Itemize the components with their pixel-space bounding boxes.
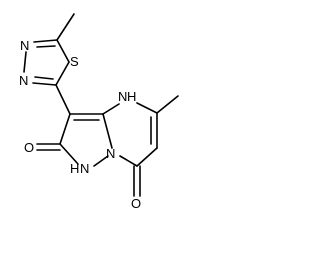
bond-c3-c2 [59,113,71,145]
bond-c3a-n4h [102,103,120,115]
bond-n1-n7a [93,155,109,167]
bond-n3-n4 [23,51,27,73]
atom-o-bottom: O [131,196,141,211]
bond-c-n3-double [36,45,56,48]
bond-c3a-n7a [102,113,113,149]
bond-c-n3 [33,39,58,43]
bond-n4-c [32,82,57,86]
atom-n3: N [20,38,29,53]
bond-c5-methyl [156,95,179,114]
bond-c6-c7 [136,147,158,167]
bonds [23,13,179,197]
bond-n4-c-double [34,76,54,80]
atom-labels: S N N N H N H N O O [19,38,141,211]
molecule-structure: S N N N H N H N O O [19,13,179,211]
bond-c-s [56,39,70,63]
atom-n-bridge: N [106,146,115,161]
bond-thiadiazole-pyrazole [55,84,71,115]
atom-o-left: O [24,140,34,155]
atom-h-pyrazole: H [70,161,79,176]
bond-n4h-c5 [136,102,158,114]
atom-n-pyrimidine: N [118,89,127,104]
bond-s-c [55,61,70,86]
atom-n-pyrazole: N [80,161,89,176]
bond-methyl-thiadiazole [56,13,75,41]
bond-c2-n1 [59,143,79,165]
atom-h-pyrimidine: H [127,89,136,104]
atom-s1: S [70,54,79,69]
atom-n4: N [19,73,28,88]
bond-c7-n7a [119,155,138,167]
